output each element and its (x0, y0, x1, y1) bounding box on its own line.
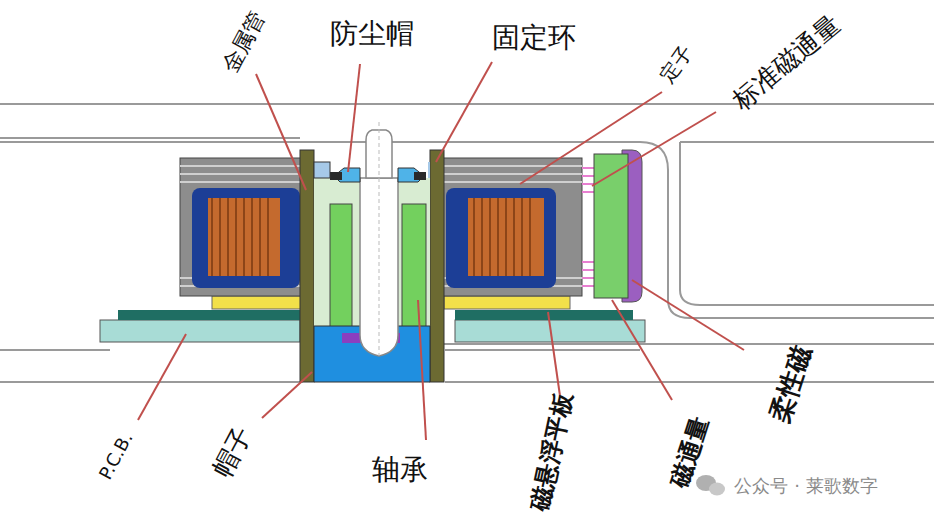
part-label: 标准磁通量 (728, 10, 844, 113)
part-label: 磁悬浮平板 (528, 391, 576, 513)
part-label: 轴承 (372, 456, 428, 484)
part-label: 柔性磁 (766, 343, 815, 425)
part-label: 定子 (656, 42, 695, 86)
part-label: 帽子 (208, 423, 255, 481)
watermark: 公众号 · 莱歌数字 (734, 477, 877, 495)
part-label: P.C.B. (96, 430, 135, 483)
part-label: 防尘帽 (330, 20, 414, 48)
part-label: 金属管 (219, 8, 269, 77)
part-label: 固定环 (492, 24, 576, 52)
